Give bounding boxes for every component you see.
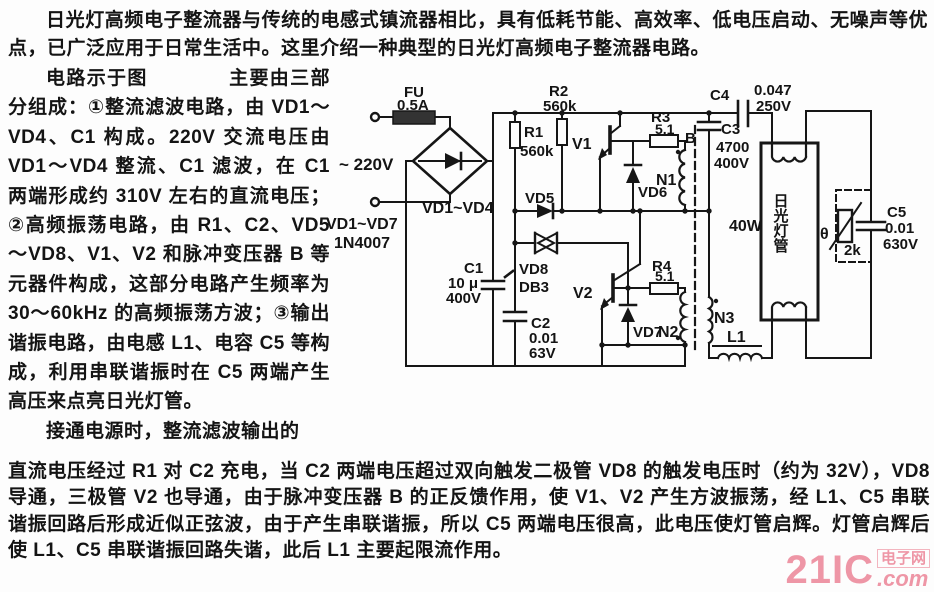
v1-label: V1 [572, 136, 592, 153]
c3-voltage: 400V [714, 155, 749, 172]
c2-name: C2 [531, 315, 550, 332]
diode-type-note-2: 1N4007 [334, 235, 390, 252]
c5-name: C5 [887, 204, 906, 221]
diode-vd7: VD7 [618, 303, 662, 341]
b-label: B [685, 130, 696, 147]
v2-emitter-arrow [600, 298, 609, 310]
c2-value: 0.01 [529, 330, 558, 347]
c2-voltage: 63V [529, 345, 556, 362]
n3-phase-dot [713, 298, 719, 304]
lamp-filament-bottom [770, 301, 808, 322]
capacitor-c1: C1 10 μ 400V [446, 260, 515, 307]
transformer-b: B N1 N2 N3 [656, 124, 735, 354]
lamp-name-label: 日光灯管 [772, 193, 790, 253]
junction-dots [512, 110, 712, 348]
fuse-name-label: FU [404, 84, 424, 101]
bridge-label: VD1~VD4 [422, 200, 494, 217]
transistor-v2: V2 [573, 262, 642, 310]
diode-vd5: VD5 [525, 190, 555, 220]
r1-name: R1 [524, 124, 543, 141]
capacitor-c2: C2 0.01 63V [502, 310, 558, 362]
ac-input-terminals [369, 111, 381, 208]
c5-value: 0.01 [885, 220, 914, 237]
r4-name: R4 [652, 258, 672, 275]
n1-label: N1 [656, 172, 677, 189]
r4-value: 5.1 [655, 268, 675, 284]
diac-vd8: VD8 DB3 [519, 231, 559, 296]
bottom-paragraph: 直流电压经过 R1 对 C2 充电，当 C2 两端电压超过双向触发二极管 VD8… [8, 461, 930, 562]
n1-phase-dot [675, 149, 681, 155]
ac-terminal-top [369, 111, 381, 123]
capacitor-c5: C5 0.01 630V [855, 204, 918, 253]
winding-n2 [679, 290, 689, 344]
intro-paragraph: 日光灯高频电子整流器与传统的电感式镇流器相比，具有低耗节能、高效率、低电压启动、… [8, 10, 928, 59]
ptc-value-label: 2k [844, 242, 861, 259]
c5-voltage: 630V [883, 236, 918, 253]
r3-value: 5.1 [655, 121, 675, 137]
theta-label: θ [820, 226, 829, 243]
diode-type-note-1: VD1~VD7 [326, 216, 398, 233]
watermark-suffix: .com [876, 566, 929, 591]
r3-name: R3 [651, 109, 670, 126]
left-paragraph-1: 电路示于图 主要由三部分组成：①整流滤波电路，由 VD1～VD4、C1 构成。2… [8, 68, 330, 413]
ptc-thermistor: θ 2k [820, 189, 872, 263]
fuse: FU 0.5A [392, 84, 436, 125]
r2-value: 560k [543, 98, 577, 115]
resistor-r2: R2 560k [543, 83, 577, 146]
lamp-filament-top [770, 141, 808, 163]
vd5-label: VD5 [525, 190, 554, 207]
diode-vd6: VD6 [623, 163, 667, 201]
n2-phase-dot [675, 335, 681, 341]
c3-name: C3 [721, 121, 740, 138]
c1-voltage: 400V [446, 290, 481, 307]
watermark-brand: 21IC [785, 548, 874, 592]
watermark-cn-label: 电子网 [876, 549, 930, 568]
watermark: 21IC 电子网 .com [785, 549, 930, 590]
vd6-label: VD6 [638, 184, 667, 201]
vd8-label: VD8 [519, 261, 548, 278]
c3-value: 4700 [716, 139, 749, 156]
transistor-v1: V1 [572, 124, 622, 160]
resistor-r1: R1 560k [509, 121, 554, 160]
left-column: 电路示于图 主要由三部分组成：①整流滤波电路，由 VD1～VD4、C1 构成。2… [8, 64, 330, 446]
c4-value: 0.047 [754, 82, 792, 99]
c1-value: 10 μ [448, 275, 478, 292]
c4-voltage: 250V [756, 98, 791, 115]
v1-emitter-arrow [598, 148, 607, 160]
capacitor-c3: C3 4700 400V [696, 120, 749, 172]
fuse-rating-label: 0.5A [397, 97, 429, 114]
ac-terminal-bottom [369, 196, 381, 208]
resistor-r3: R3 5.1 [649, 109, 679, 148]
ac-voltage-label: ~ 220V [339, 155, 394, 174]
r2-name: R2 [549, 83, 568, 100]
v2-label: V2 [573, 285, 593, 302]
vd7-label: VD7 [633, 324, 662, 341]
resistor-r4: R4 5.1 [649, 258, 679, 295]
bridge-rectifier [411, 126, 489, 196]
left-paragraph-2: 接通电源时，整流滤波输出的 [46, 420, 300, 442]
r1-value: 560k [520, 143, 554, 160]
inductor-l1: L1 [712, 329, 764, 363]
winding-n3 [706, 295, 714, 345]
c4-name: C4 [710, 87, 730, 104]
circuit-wires [378, 110, 872, 367]
fluorescent-lamp: 日光灯管 40W [729, 141, 820, 322]
l1-label: L1 [727, 329, 746, 346]
c1-name: C1 [464, 260, 483, 277]
n2-label: N2 [658, 324, 679, 341]
vd8-type-label: DB3 [519, 279, 549, 296]
bridge-diode-icon [445, 153, 461, 169]
winding-n1 [678, 148, 687, 207]
capacitor-c4: C4 0.047 250V [710, 82, 792, 128]
lamp-power-label: 40W [729, 218, 763, 235]
n3-label: N3 [714, 310, 735, 327]
